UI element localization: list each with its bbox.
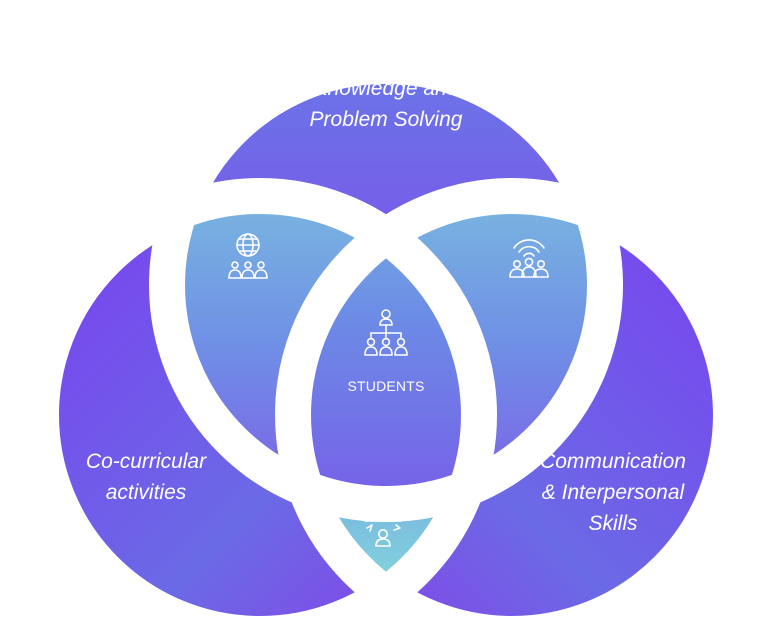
engineering-label-line-2: Knowledge and — [313, 77, 459, 100]
separator-rings — [23, 48, 749, 642]
communication-label: Communication & Interpersonal Skills — [513, 446, 713, 539]
group-discussion-icon — [364, 503, 402, 547]
engineering-label-line-1: Engineering — [329, 46, 443, 69]
org-hierarchy-icon — [364, 309, 408, 356]
communication-label-line-1: Communication — [540, 450, 686, 473]
co-curricular-label-line-2: activities — [105, 481, 187, 504]
co-curricular-label: Co-curricular activities — [56, 446, 236, 508]
broadcast-team-icon — [509, 239, 549, 278]
students-label: STUDENTS — [347, 378, 425, 394]
communication-label-line-2: & Interpersonal — [541, 481, 685, 504]
co-curricular-label-line-1: Co-curricular — [85, 450, 207, 473]
engineering-label-line-3: Problem Solving — [309, 108, 463, 131]
communication-label-line-3: Skills — [588, 512, 638, 535]
globe-team-icon — [228, 233, 268, 279]
engineering-label: Engineering Knowledge and Problem Solvin… — [286, 42, 486, 135]
